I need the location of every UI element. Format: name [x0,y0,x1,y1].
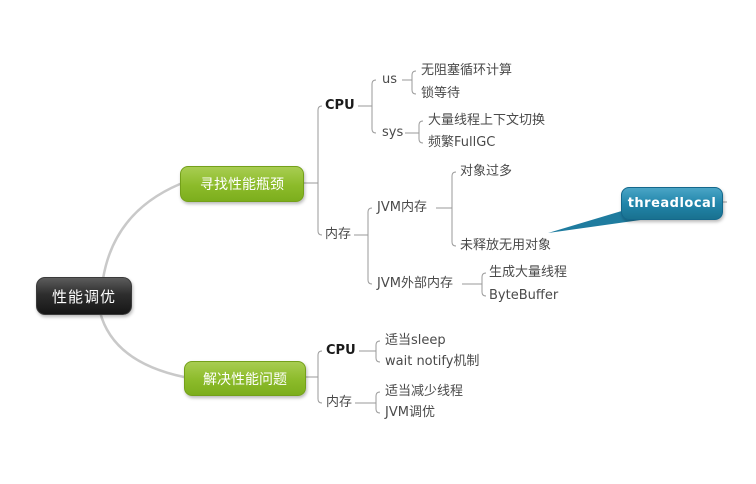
topic-memory-top[interactable]: 内存 [325,227,352,242]
curve-root-to-solve-problem [98,310,186,379]
topic-cpu-top[interactable]: CPU [325,98,355,113]
leaf-jvm-tuning[interactable]: JVM调优 [385,405,435,420]
root-node-performance-tuning[interactable]: 性能调优 [36,277,132,315]
bracket-jvm-memory-children [436,171,457,247]
leaf-bytebuffer[interactable]: ByteBuffer [489,288,559,303]
leaf-wait-notify[interactable]: wait notify机制 [385,354,480,369]
bracket-cpu-bottom-children [359,340,381,363]
leaf-too-many-objects[interactable]: 对象过多 [460,164,513,179]
leaf-unreleased-unused-objects[interactable]: 未释放无用对象 [460,238,552,253]
callout-threadlocal-label: threadlocal [627,196,717,211]
topic-sys[interactable]: sys [382,125,404,140]
bracket-jvm-external-memory-children [462,272,487,297]
leaf-lock-wait[interactable]: 锁等待 [421,86,461,101]
leaf-appropriate-sleep[interactable]: 适当sleep [385,333,446,348]
branch-node-find-bottleneck-label: 寻找性能瓶颈 [200,177,284,193]
callout-threadlocal[interactable]: threadlocal [621,187,723,220]
topic-us[interactable]: us [382,72,398,87]
bracket-us-children [402,70,417,95]
topic-jvm-external-memory[interactable]: JVM外部内存 [377,276,453,291]
bracket-sys-children [405,120,424,144]
leaf-thread-context-switch[interactable]: 大量线程上下文切换 [428,113,546,128]
branch-node-find-bottleneck[interactable]: 寻找性能瓶颈 [180,166,304,202]
branch-node-solve-problem[interactable]: 解决性能问题 [184,361,306,396]
topic-jvm-memory[interactable]: JVM内存 [377,200,427,215]
leaf-reduce-threads[interactable]: 适当减少线程 [385,384,464,399]
bracket-solve-problem-children [304,350,323,404]
root-node-label: 性能调优 [51,287,116,306]
leaf-nonblocking-loop-compute[interactable]: 无阻塞循环计算 [421,63,513,78]
topic-memory-bottom[interactable]: 内存 [326,395,353,410]
leaf-create-many-threads[interactable]: 生成大量线程 [489,265,568,280]
branch-node-solve-problem-label: 解决性能问题 [203,371,287,388]
leaf-frequent-fullgc[interactable]: 频繁FullGC [428,135,496,150]
topic-cpu-bottom[interactable]: CPU [326,343,356,358]
bracket-cpu-top-children [358,79,377,134]
bracket-find-bottleneck-children [302,105,323,236]
bracket-memory-top-children [354,207,373,285]
curve-root-to-find-bottleneck [101,182,182,281]
bracket-memory-bottom-children [355,391,381,414]
